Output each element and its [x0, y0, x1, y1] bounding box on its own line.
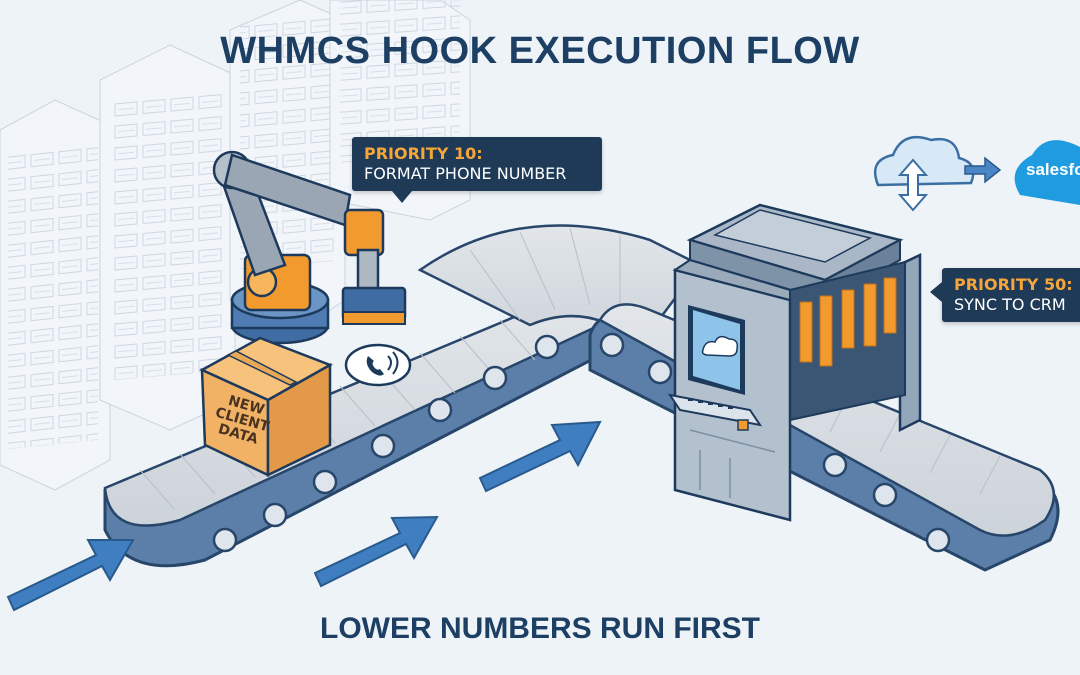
phone-icon [344, 343, 412, 387]
hook-callout-priority-50: PRIORITY 50: SYNC TO CRM [930, 268, 1080, 322]
diagram-title: WHMCS HOOK EXECUTION FLOW [220, 30, 860, 72]
salesforce-cloud-icon [1014, 140, 1080, 205]
robot-arm-icon [212, 150, 407, 345]
callout-priority-label: PRIORITY 10: [364, 144, 483, 163]
scanner-machine-icon [667, 203, 922, 522]
cloud-sync-icon [873, 135, 975, 212]
callout-description: SYNC TO CRM [954, 295, 1066, 314]
flow-arrow-icon [964, 156, 1002, 184]
diagram-footer: LOWER NUMBERS RUN FIRST [320, 612, 760, 645]
callout-priority-label: PRIORITY 50: [954, 275, 1073, 294]
callout-description: FORMAT PHONE NUMBER [364, 164, 567, 183]
crm-logo-text: salesfo [1026, 160, 1080, 179]
hook-callout-priority-10: PRIORITY 10: FORMAT PHONE NUMBER [352, 137, 602, 203]
flow-arrow-icon [6, 420, 602, 612]
client-data-box [199, 336, 333, 477]
